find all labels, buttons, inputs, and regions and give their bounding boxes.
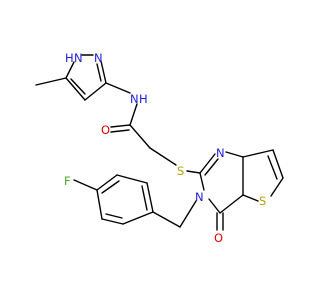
bond-pyrazole-n2-c3-double <box>96 63 102 82</box>
atom-oxygen-keto: O <box>214 231 223 245</box>
bond-para-meta1 <box>96 189 103 220</box>
bonds <box>35 54 284 231</box>
bond-meta1-ortho1-double <box>105 213 123 219</box>
bond-c4-n3 <box>208 198 221 214</box>
bond-carbonyl-o-double <box>110 129 130 133</box>
atom-nitrogen-amide: N <box>130 92 139 106</box>
bond-meta2-para-double <box>101 180 120 194</box>
bond-carbonyl-ch2 <box>129 124 151 149</box>
atom-sulfur-thiophene: S <box>259 194 266 208</box>
bond-s-c2 <box>186 170 201 174</box>
bond-pyrazole-c5-n1 <box>65 61 75 79</box>
bond-c2-n-top-double <box>204 158 219 176</box>
bond-c3-nh <box>105 82 131 94</box>
atom-fluorine: F <box>64 174 71 188</box>
atom-hydrogen-pyrazole: H <box>65 51 74 65</box>
bond-c7-c6-double <box>267 155 278 180</box>
atom-oxygen-amide: O <box>101 123 110 137</box>
bond-s-c4a <box>242 194 259 202</box>
bond-pyrazole-c4-c5-double <box>70 78 86 95</box>
bond-ch2-s <box>149 147 177 166</box>
bond-c4a-c4 <box>219 194 244 214</box>
bond-ipso-ortho2-double <box>141 185 148 211</box>
bond-carbonyl-o <box>110 124 131 128</box>
bond-methyl <box>35 77 67 86</box>
bond-para-f <box>73 179 98 191</box>
atom-nitrogen-ring: N <box>195 190 204 204</box>
bond-pyrazole-c3-c4 <box>84 82 107 101</box>
bond-ipso-ortho2 <box>146 182 154 213</box>
bond-n3-c2 <box>199 172 205 191</box>
atom-nitrogen-ring-top: N <box>216 146 225 160</box>
atom-sulfur-linker: S <box>177 164 184 178</box>
bond-nh-carbonyl <box>129 103 138 126</box>
bond-c6-s <box>270 177 284 197</box>
atom-nitrogen-pyrazole-2: N <box>94 51 103 65</box>
bond-c2-n-top <box>199 153 216 174</box>
bond-ch2-ipso <box>152 211 181 228</box>
atom-nitrogen-pyrazole-1: N <box>74 51 83 65</box>
bond-pyrazole-c4-c5 <box>65 77 86 101</box>
bond-pyrazole-n2-c3 <box>100 60 107 84</box>
molecule-structure: N H N N H O S N N S O F <box>35 51 284 245</box>
bond-n-top-c7a <box>225 151 244 158</box>
bond-n3-ch2 <box>179 200 197 228</box>
bond-meta1-ortho1 <box>101 218 124 225</box>
bond-ortho2-meta2 <box>116 174 148 184</box>
atom-hydrogen-amide: H <box>139 92 148 106</box>
bond-c7a-c7 <box>242 149 274 158</box>
bond-c7-c6 <box>272 149 284 179</box>
bond-ipso-ortho1 <box>122 211 154 225</box>
bond-meta2-para <box>96 174 118 191</box>
atom-labels: N H N N H O S N N S O F <box>64 51 266 245</box>
